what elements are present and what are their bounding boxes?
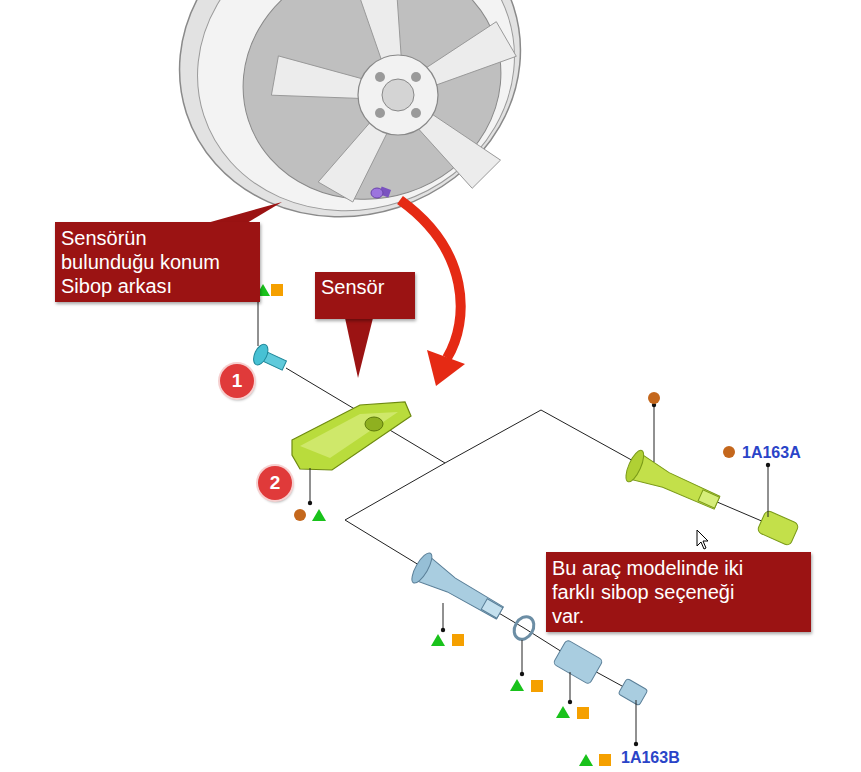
spokes — [271, 0, 516, 202]
leader-line — [286, 368, 445, 463]
nut-body — [553, 639, 603, 684]
valve-b — [408, 550, 508, 627]
brown-dot — [723, 446, 735, 458]
rim-barrel — [212, 0, 532, 232]
lug-hole — [411, 72, 421, 82]
callout-number: 1 — [220, 364, 254, 398]
valve-in-wheel — [371, 188, 383, 198]
brown-dot — [648, 392, 660, 404]
stem-dot — [308, 501, 312, 505]
parts — [251, 342, 800, 706]
screw-part — [251, 342, 289, 375]
spoke — [271, 56, 370, 99]
part-number: 1A163A — [742, 443, 801, 462]
marker-stem — [443, 603, 444, 630]
marker-stem — [768, 465, 769, 517]
stem-dot — [441, 628, 445, 632]
callout-text: Sensörün bulunduğu konum Sibop arkası — [61, 226, 241, 298]
valve-a-stem — [629, 453, 723, 515]
marker-stem — [636, 700, 637, 744]
marker-stem — [522, 640, 523, 674]
small-cap — [618, 678, 648, 706]
orange-square — [452, 634, 464, 646]
stem-dot — [568, 700, 572, 704]
callout-pointer — [207, 202, 282, 223]
hub — [358, 55, 438, 135]
lug-hole — [375, 72, 385, 82]
valve-b-flange — [408, 550, 435, 585]
stem-dot — [634, 742, 638, 746]
callout-number-text: 1 — [232, 371, 243, 391]
valve-a-flange — [622, 448, 647, 484]
callout-pointer — [345, 318, 373, 378]
orange-square — [599, 754, 611, 766]
valve-a-cap-body — [757, 510, 800, 547]
leader-lines — [286, 368, 778, 692]
leader-line — [445, 410, 778, 528]
stem-dot — [766, 463, 770, 467]
callout-text: Bu araç modelinde iki farklı sibop seçen… — [552, 556, 757, 628]
marker-stem — [310, 468, 311, 503]
red-arrow-head — [427, 350, 465, 386]
callout-number-text: 2 — [270, 473, 281, 493]
stem-dot — [520, 672, 524, 676]
callout-number: 2 — [258, 466, 292, 500]
sensor-callout: Sensör — [315, 272, 415, 319]
location-callout: Sensörün bulunduğu konum Sibop arkası — [55, 222, 260, 302]
small-cap-body — [618, 678, 648, 706]
center-bore — [382, 79, 414, 111]
orange-square — [577, 707, 589, 719]
orange-square — [271, 284, 283, 296]
markers — [256, 284, 770, 766]
valve-a-thread — [698, 490, 719, 508]
callout-text: Sensör — [321, 275, 403, 299]
sensor-hole — [365, 417, 383, 431]
valve-a-cap — [757, 510, 800, 547]
green-triangle — [312, 509, 326, 521]
marker-stem — [258, 300, 259, 346]
green-triangle — [431, 634, 445, 646]
sensor-face — [300, 412, 398, 458]
lug-hole — [411, 108, 421, 118]
brown-dot — [294, 509, 306, 521]
orange-square — [531, 680, 543, 692]
washer — [510, 613, 538, 643]
sensor-part — [292, 402, 411, 470]
marker-stem — [570, 672, 571, 702]
green-triangle — [510, 679, 524, 691]
screw-head — [251, 342, 271, 367]
valve-note-callout: Bu araç modelinde iki farklı sibop seçen… — [546, 552, 811, 632]
green-triangle — [556, 706, 570, 718]
part-number: 1A163B — [621, 748, 680, 767]
nut — [553, 639, 603, 684]
green-triangle — [579, 754, 593, 766]
sensor-body — [292, 402, 411, 470]
lug-hole — [375, 108, 385, 118]
valve-a — [622, 448, 724, 518]
marker-stem — [654, 405, 655, 462]
valve-b-thread — [481, 599, 503, 618]
mouse-cursor — [697, 530, 708, 549]
rim-lip — [160, 0, 553, 251]
